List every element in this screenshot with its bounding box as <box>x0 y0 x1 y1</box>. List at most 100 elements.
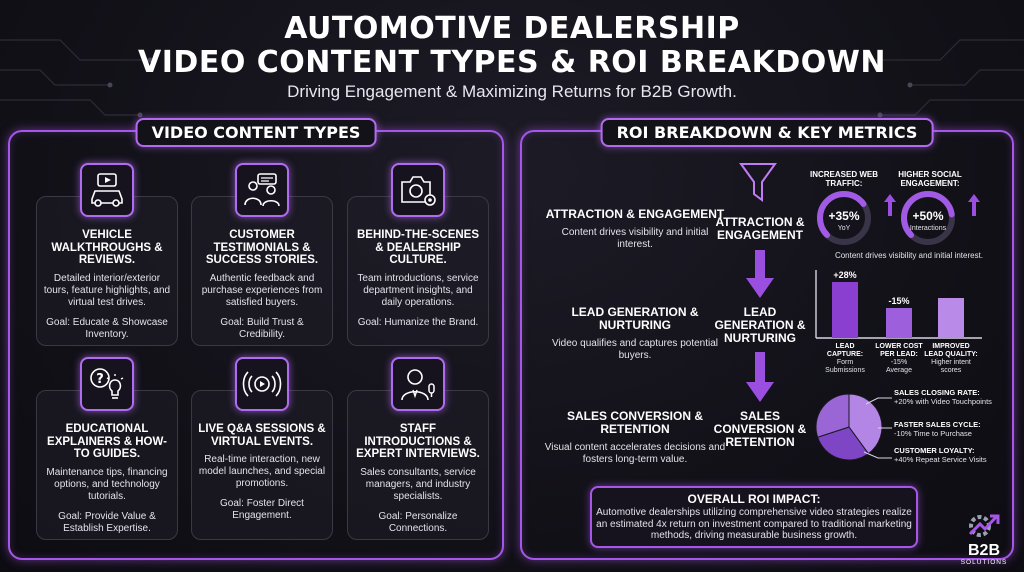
bar-sub-label: -15% <box>891 359 907 366</box>
bar-2 <box>938 298 964 338</box>
card-desc: Sales consultants, service managers, and… <box>360 466 476 502</box>
pie-slice-2 <box>815 393 850 438</box>
stage-desc: Visual content accelerates decisions and… <box>544 442 726 465</box>
bar-value-label: +28% <box>833 270 856 280</box>
bar-0 <box>832 282 858 338</box>
card-staff-introductions: STAFF INTRODUCTIONS & EXPERT INTERVIEWS.… <box>347 357 489 540</box>
bar-1 <box>886 308 912 338</box>
pie-label-title: FASTER SALES CYCLE: <box>894 420 981 429</box>
roi-breakdown-panel: ROI BREAKDOWN & KEY METRICS <box>520 118 1014 560</box>
card-goal: Goal: Foster Direct Engagement. <box>220 498 304 521</box>
card-title: LIVE Q&A SESSIONS & VIRTUAL EVENTS. <box>198 423 326 448</box>
title-line-1: AUTOMOTIVE DEALERSHIP <box>284 11 740 46</box>
gear-growth-icon <box>968 514 1000 537</box>
pie-slice-1 <box>816 426 870 461</box>
logo-sub: SOLUTIONS <box>960 559 1008 566</box>
stage-desc: Video qualifies and captures potential b… <box>551 338 719 361</box>
card-title: VEHICLE WALKTHROUGHS & REVIEWS. <box>51 229 163 266</box>
pie-label-desc: +40% Repeat Service Visits <box>894 455 987 464</box>
card-desc: Maintenance tips, financing options, and… <box>46 466 168 502</box>
pie-label-closing-rate: SALES CLOSING RATE: +20% with Video Touc… <box>894 388 1014 406</box>
bar-category-label: IMPROVED <box>932 343 969 350</box>
funnel-icon <box>739 163 777 202</box>
video-content-types-heading: VIDEO CONTENT TYPES <box>135 118 377 147</box>
lead-metrics-bar-chart: +28%LEADCAPTURE:FormSubmissions-15%LOWER… <box>815 270 982 374</box>
gauge-label-social-engagement: HIGHER SOCIAL ENGAGEMENT: <box>898 170 962 188</box>
gauge-label-web-traffic: INCREASED WEB TRAFFIC: <box>809 170 878 188</box>
live-broadcast-icon <box>235 357 289 411</box>
gauges-graphic: +35% YoY +50% Interactions <box>817 191 980 245</box>
bar-sub-label: Average <box>886 367 912 374</box>
center-stage-sales-conversion: SALES CONVERSION & RETENTION <box>713 409 807 449</box>
gauge-sub-web-traffic: YoY <box>838 225 851 232</box>
center-stage-attraction: ATTRACTION & ENGAGEMENT <box>715 215 805 242</box>
card-goal: Goal: Personalize Connections. <box>378 510 458 534</box>
card-live-qa-sessions: LIVE Q&A SESSIONS & VIRTUAL EVENTS. Real… <box>191 357 333 540</box>
card-desc: Authentic feedback and purchase experien… <box>201 272 323 308</box>
card-behind-the-scenes: BEHIND-THE-SCENES & DEALERSHIP CULTURE. … <box>347 163 489 346</box>
bar-category-label: PER LEAD: <box>880 351 918 358</box>
gauge-value-social-engagement: +50% <box>912 209 943 223</box>
stage-title: SALES CONVERSION & RETENTION <box>566 409 704 436</box>
pie-label-desc: -10% Time to Purchase <box>894 429 972 438</box>
page-subtitle: Driving Engagement & Maximizing Returns … <box>287 82 737 101</box>
stage-sales-conversion: SALES CONVERSION & RETENTION Visual cont… <box>540 410 730 466</box>
stage-title: ATTRACTION & ENGAGEMENT <box>545 207 725 221</box>
pie-label-customer-loyalty: CUSTOMER LOYALTY: +40% Repeat Service Vi… <box>894 446 1014 464</box>
staff-mic-icon <box>391 357 445 411</box>
bar-sub-label: Submissions <box>825 367 865 374</box>
car-video-icon <box>80 163 134 217</box>
bar-category-label: LEAD <box>835 343 854 350</box>
bar-category-label: LOWER COST <box>875 343 923 350</box>
page-title: AUTOMOTIVE DEALERSHIP VIDEO CONTENT TYPE… <box>0 12 1024 80</box>
card-customer-testimonials: CUSTOMER TESTIMONIALS & SUCCESS STORIES.… <box>191 163 333 346</box>
svg-text:?: ? <box>96 372 104 387</box>
testimonial-icon <box>235 163 289 217</box>
pie-slice-0 <box>848 393 883 455</box>
pie-label-title: SALES CLOSING RATE: <box>894 388 980 397</box>
card-desc: Real-time interaction, new model launche… <box>198 454 326 489</box>
card-desc: Detailed interior/exterior tours, featur… <box>43 272 171 308</box>
bar-sub-label: scores <box>941 367 962 374</box>
center-stage-lead-generation: LEAD GENERATION & NURTURING <box>714 305 806 345</box>
card-goal: Goal: Provide Value & Establish Expertis… <box>58 510 156 534</box>
card-vehicle-walkthroughs: VEHICLE WALKTHROUGHS & REVIEWS. Detailed… <box>36 163 178 346</box>
bar-category-label: CAPTURE: <box>827 351 863 358</box>
stage-attraction: ATTRACTION & ENGAGEMENT Content drives v… <box>545 208 725 251</box>
roi-breakdown-heading: ROI BREAKDOWN & KEY METRICS <box>600 118 934 147</box>
stage-title: LEAD GENERATION & NURTURING <box>571 305 699 332</box>
pie-connector-lines <box>863 397 892 459</box>
stage-desc: Content drives visibility and initial in… <box>561 227 709 250</box>
pie-label-desc: +20% with Video Touchpoints <box>894 397 992 406</box>
gauge-sub-social-engagement: Interactions <box>910 225 947 232</box>
title-line-2: VIDEO CONTENT TYPES & ROI BREAKDOWN <box>138 45 886 80</box>
card-title: BEHIND-THE-SCENES & DEALERSHIP CULTURE. <box>356 229 480 266</box>
camera-gear-icon <box>391 163 445 217</box>
bar-sub-label: Higher intent <box>931 359 971 366</box>
gauge-value-web-traffic: +35% <box>828 209 859 223</box>
pie-label-title: CUSTOMER LOYALTY: <box>894 446 975 455</box>
bar-category-label: LEAD QUALITY: <box>924 351 978 358</box>
up-arrow-icon <box>968 194 980 216</box>
card-goal: Goal: Educate & Showcase Inventory. <box>46 316 168 340</box>
down-arrow-icon <box>746 352 774 402</box>
video-content-types-panel: VIDEO CONTENT TYPES <box>8 118 504 560</box>
pie-label-sales-cycle: FASTER SALES CYCLE: -10% Time to Purchas… <box>894 420 1014 438</box>
up-arrow-icon <box>884 194 896 216</box>
down-arrow-icon <box>746 250 774 298</box>
card-title: CUSTOMER TESTIMONIALS & SUCCESS STORIES. <box>205 229 319 266</box>
overall-roi-title: OVERALL ROI IMPACT: <box>687 492 821 506</box>
logo-name: B2B <box>967 542 1000 559</box>
card-title: STAFF INTRODUCTIONS & EXPERT INTERVIEWS. <box>356 423 480 460</box>
overall-roi-box: OVERALL ROI IMPACT: Automotive dealershi… <box>590 486 918 548</box>
card-title: EDUCATIONAL EXPLAINERS & HOW-TO GUIDES. <box>47 423 167 460</box>
b2b-logo: B2B SOLUTIONS <box>958 512 1010 566</box>
gauge-caption: Content drives visibility and initial in… <box>834 251 984 260</box>
sales-pie-chart <box>815 393 883 461</box>
card-goal: Goal: Build Trust & Credibility. <box>220 316 304 340</box>
bar-value-label: -15% <box>888 296 909 306</box>
card-educational-explainers: ? EDUCATIONAL EXPLAINERS & HOW-TO GUIDES… <box>36 357 178 540</box>
overall-roi-desc: Automotive dealerships utilizing compreh… <box>596 507 912 541</box>
stage-lead-generation: LEAD GENERATION & NURTURING Video qualif… <box>545 306 725 362</box>
card-goal: Goal: Humanize the Brand. <box>357 316 479 328</box>
